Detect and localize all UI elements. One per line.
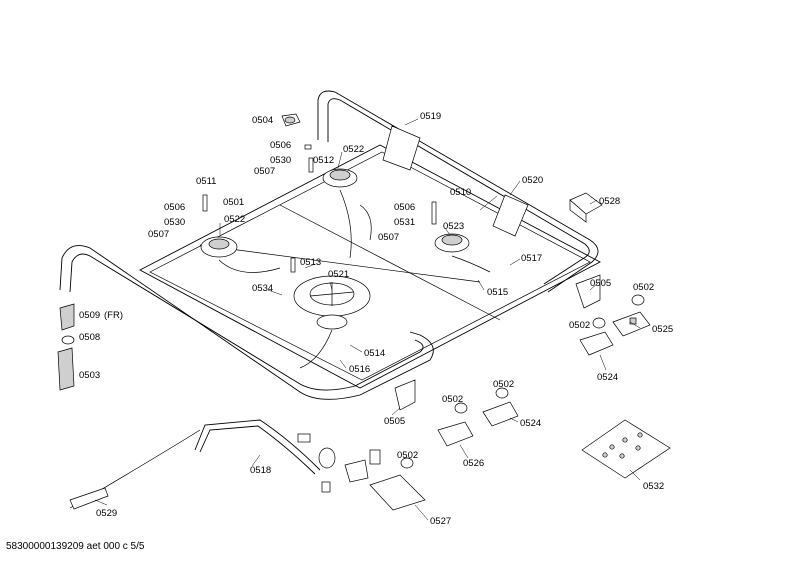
label-0506: 0506 <box>164 202 185 213</box>
label-0522: 0522 <box>224 214 245 225</box>
leader-lines <box>94 118 641 521</box>
label-0513: 0513 <box>300 257 321 268</box>
rail-brackets <box>382 125 601 411</box>
label-0505: 0505 <box>590 278 611 289</box>
label-0502: 0502 <box>397 450 418 461</box>
bag-0532 <box>581 419 671 479</box>
label-0519: 0519 <box>420 111 441 122</box>
label-0523: 0523 <box>443 221 464 232</box>
label-0507: 0507 <box>148 229 169 240</box>
label-0502: 0502 <box>569 320 590 331</box>
label-0516: 0516 <box>349 364 370 375</box>
label-0525: 0525 <box>652 324 673 335</box>
label-0524: 0524 <box>520 418 541 429</box>
washer-0508 <box>61 335 75 345</box>
label-0514: 0514 <box>364 348 385 359</box>
label-0522: 0522 <box>343 144 364 155</box>
label-0510: 0510 <box>450 187 471 198</box>
box-0528 <box>569 192 603 223</box>
label-0521: 0521 <box>328 269 349 280</box>
burner-rear-right <box>434 233 470 253</box>
label-0501: 0501 <box>223 197 244 208</box>
electrodes-top <box>202 144 437 273</box>
thermocouple-0529 <box>69 429 201 510</box>
label-0534: 0534 <box>252 283 273 294</box>
burner-rear-left <box>322 168 358 188</box>
nut-0504 <box>281 113 301 127</box>
label-0509: 0509 <box>79 310 100 321</box>
label-0502: 0502 <box>633 282 654 293</box>
fitting-0503 <box>57 347 75 391</box>
label-0503: 0503 <box>79 370 100 381</box>
label-0528: 0528 <box>599 196 620 207</box>
label-0532: 0532 <box>643 481 664 492</box>
caps-0502 <box>400 294 645 469</box>
hob-frame <box>59 90 601 400</box>
label-0505: 0505 <box>384 416 405 427</box>
label-0530: 0530 <box>164 217 185 228</box>
fitting-0509 <box>59 303 75 331</box>
burner-front-left <box>200 236 238 258</box>
label-0518: 0518 <box>250 465 271 476</box>
label-0526: 0526 <box>463 458 484 469</box>
label-0524: 0524 <box>597 372 618 383</box>
label-0527: 0527 <box>430 516 451 527</box>
label-0531: 0531 <box>394 217 415 228</box>
label-0508: 0508 <box>79 332 100 343</box>
label-0515: 0515 <box>487 287 508 298</box>
part-labels: 0504 0519 0506 0522 0530 0512 0507 0511 … <box>79 111 673 527</box>
injector-group-0527 <box>318 447 426 511</box>
label-0504: 0504 <box>252 115 273 126</box>
label-0530: 0530 <box>270 155 291 166</box>
label-0506: 0506 <box>394 202 415 213</box>
label-0502: 0502 <box>493 379 514 390</box>
label-0502: 0502 <box>442 394 463 405</box>
label-0520: 0520 <box>522 175 543 186</box>
label-0506: 0506 <box>270 140 291 151</box>
valves <box>437 311 651 447</box>
pipe-0518 <box>194 419 331 493</box>
drawing-code: 58300000139209 aet 000 c 5/5 <box>6 541 145 552</box>
burner-wok-center <box>293 275 371 330</box>
label-0507: 0507 <box>378 232 399 243</box>
label-0517: 0517 <box>521 253 542 264</box>
label-0529: 0529 <box>96 508 117 519</box>
label-0511: 0511 <box>196 176 216 187</box>
label-0507: 0507 <box>254 166 275 177</box>
gas-pipes <box>218 189 491 369</box>
label-0512: 0512 <box>313 155 334 166</box>
label-0509-fr: (FR) <box>104 310 123 321</box>
